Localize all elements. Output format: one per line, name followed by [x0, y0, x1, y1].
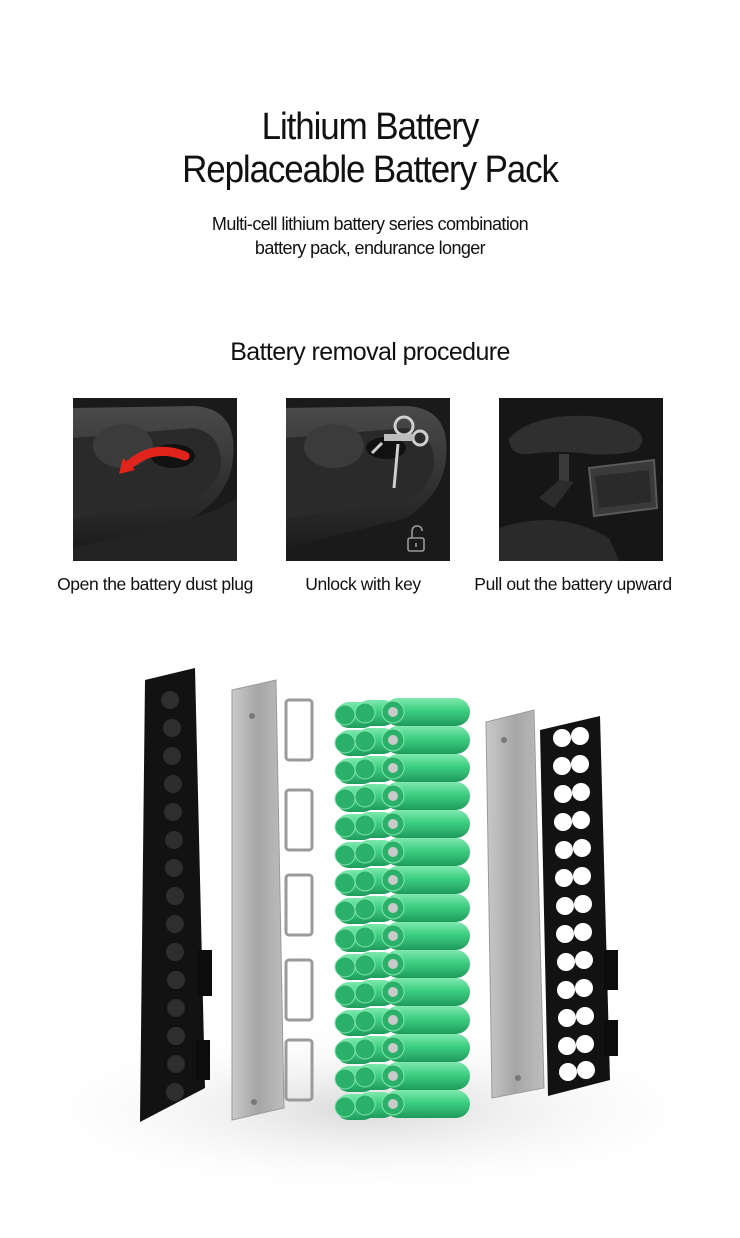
- seat-icon: [509, 415, 643, 455]
- exploded-battery-illustration: [0, 668, 740, 1200]
- seat-illustration: [499, 398, 663, 561]
- battery-cells: [334, 698, 471, 1121]
- subtitle-line-1: Multi-cell lithium battery series combin…: [211, 214, 529, 234]
- battery-top-illustration: [73, 398, 237, 561]
- unlock-icon: [407, 525, 425, 552]
- step-3-caption: Pull out the battery upward: [474, 574, 672, 594]
- right-cell-holder: [540, 716, 618, 1096]
- right-insulation-plate: [485, 709, 545, 1099]
- page-title-line-1: Lithium Battery: [261, 106, 480, 148]
- subtitle-line-2: battery pack, endurance longer: [254, 238, 486, 258]
- title-block: Lithium Battery Replaceable Battery Pack: [0, 106, 740, 192]
- step-2-caption: Unlock with key: [305, 574, 421, 594]
- procedure-heading: Battery removal procedure: [230, 338, 510, 366]
- arrow-icon: [123, 446, 190, 471]
- key-lock-illustration: [286, 398, 450, 561]
- page-title-line-2: Replaceable Battery Pack: [182, 149, 559, 191]
- step-2-photo: [286, 398, 450, 561]
- key-icon: [370, 415, 429, 489]
- left-insulation-plate: [231, 679, 285, 1121]
- page-subtitle: Multi-cell lithium battery series combin…: [0, 212, 740, 260]
- left-cell-holder: [140, 668, 212, 1122]
- left-nickel-strips: [284, 698, 314, 1102]
- step-1-photo: [73, 398, 237, 561]
- step-1-caption: Open the battery dust plug: [57, 574, 253, 594]
- step-3-photo: [499, 398, 663, 561]
